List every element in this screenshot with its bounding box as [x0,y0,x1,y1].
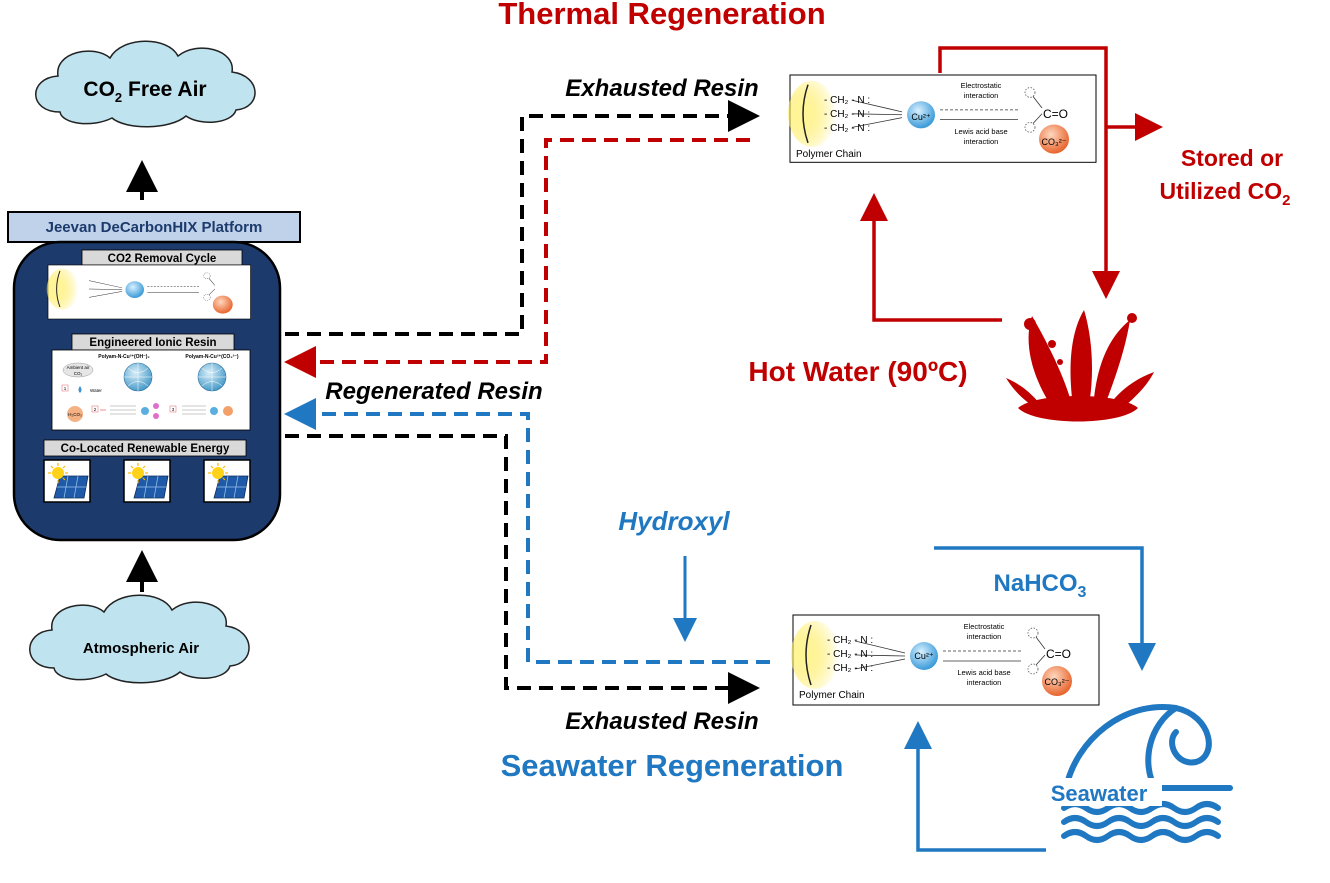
section-co2-removal-label: CO2 Removal Cycle [108,253,217,265]
platform-title-box [7,211,301,243]
thermal-loop-arrow [938,46,1120,299]
svg-text:- CH₂ - N :: - CH₂ - N : [827,635,873,646]
svg-text:Ambient air: Ambient air [67,365,90,370]
svg-text:interaction: interaction [964,137,999,146]
platform-title: Jeevan DeCarbonHIX Platform [46,219,263,236]
svg-text:Cu²⁺: Cu²⁺ [911,112,931,122]
solar-panel-1 [43,459,91,503]
regenerated-resin-label: Regenerated Resin [325,378,542,405]
hot-water-return-arrow [860,193,1002,322]
thermal-resin-labels: - CH₂ - N : - CH₂ - N : - CH₂ - N : Cu²⁺… [796,81,1068,160]
svg-text:Polyam-N-Cu²⁺(CO₃²⁻): Polyam-N-Cu²⁺(CO₃²⁻) [185,354,238,360]
svg-text:C=O: C=O [1043,107,1068,121]
svg-text:interaction: interaction [967,632,1002,641]
svg-text:Lewis acid base: Lewis acid base [954,127,1007,136]
svg-text:Polymer Chain: Polymer Chain [799,690,865,701]
atmospheric-air-cloud [29,594,250,684]
svg-text:- CH₂ - N :: - CH₂ - N : [827,649,873,660]
stored-co2-label-line2: Utilized CO2 [1159,178,1290,209]
svg-text:H₂CO₃: H₂CO₃ [68,412,82,417]
exhausted-resin-arrow-thermal [285,100,760,336]
svg-text:Electrostatic: Electrostatic [964,622,1005,631]
svg-text:- CH₂ - N :: - CH₂ - N : [824,123,870,134]
svg-text:1: 1 [64,386,67,391]
seawater-return-arrow [904,721,1046,852]
svg-text:Electrostatic: Electrostatic [961,81,1002,90]
section-renewable-label: Co-Located Renewable Energy [61,443,230,455]
thermal-regeneration-title: Thermal Regeneration [498,0,825,31]
ionic-resin-illustration: Polyam-N-Cu²⁺(OH⁻)₂ Polyam-N-Cu²⁺(CO₃²⁻)… [51,349,251,431]
svg-text:Polyam-N-Cu²⁺(OH⁻)₂: Polyam-N-Cu²⁺(OH⁻)₂ [98,354,149,360]
atmospheric-air-label: Atmospheric Air [83,640,199,657]
mini-resin-card [46,264,252,320]
seawater-resin-labels: - CH₂ - N : - CH₂ - N : - CH₂ - N : Cu²⁺… [799,622,1071,701]
stored-co2-label-line1: Stored or [1181,145,1283,171]
svg-text:Lewis acid base: Lewis acid base [957,668,1010,677]
hot-water-splash-icon [1006,310,1154,422]
svg-text:Cu²⁺: Cu²⁺ [914,651,934,661]
co2-free-air-label: CO2 Free Air [83,78,206,105]
svg-text:CO₃²⁻: CO₃²⁻ [1042,137,1067,147]
svg-text:- CH₂ - N :: - CH₂ - N : [827,663,873,674]
co2-free-air-cloud [35,40,256,128]
svg-text:interaction: interaction [964,91,999,100]
svg-text:Polymer Chain: Polymer Chain [796,149,862,160]
regenerated-resin-arrow-seawater [284,398,770,664]
svg-text:- CH₂ - N :: - CH₂ - N : [824,109,870,120]
svg-text:Water: Water [90,388,102,393]
exhausted-resin-label-top: Exhausted Resin [565,75,758,102]
nahco3-arrow [934,546,1156,671]
svg-text:2: 2 [94,407,97,412]
seawater-regeneration-title: Seawater Regeneration [501,748,844,783]
svg-text:3: 3 [172,407,175,412]
exhausted-resin-label-bottom: Exhausted Resin [565,708,758,735]
section-renewable-header [43,439,247,457]
svg-text:CO₃²⁻: CO₃²⁻ [1045,677,1070,687]
hydroxyl-label: Hydroxyl [618,506,730,536]
regenerated-resin-arrow-thermal [284,138,750,378]
seawater-label: Seawater [1051,781,1148,806]
exhausted-resin-arrow-seawater [285,434,760,704]
svg-text:C=O: C=O [1046,647,1071,661]
seawater-label-bg [1040,778,1162,806]
solar-panel-2 [123,459,171,503]
seawater-wave-icon [1061,703,1233,843]
solar-panel-3 [203,459,251,503]
svg-text:interaction: interaction [967,678,1002,687]
nahco3-label: NaHCO3 [994,570,1087,601]
svg-text:CO₂: CO₂ [74,371,83,376]
section-ionic-resin-label: Engineered Ionic Resin [89,337,216,349]
svg-text:- CH₂ - N :: - CH₂ - N : [824,95,870,106]
hot-water-label: Hot Water (90ºC) [748,356,967,387]
